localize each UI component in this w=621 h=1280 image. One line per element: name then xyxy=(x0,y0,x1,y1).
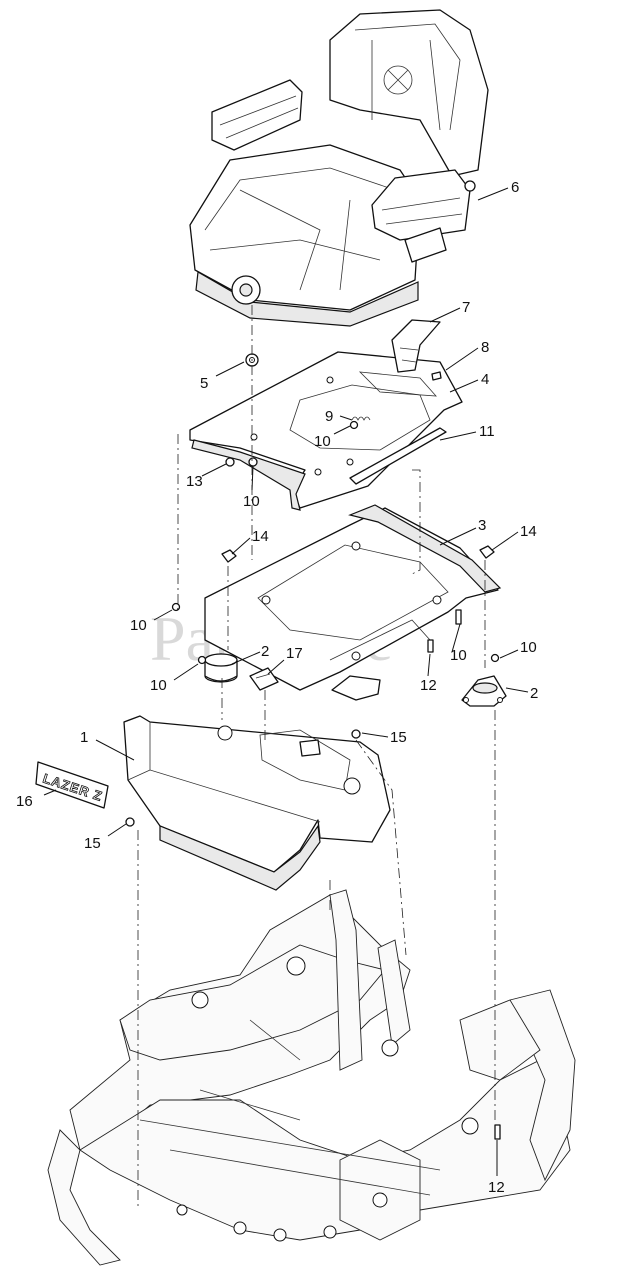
callout-16: 16 xyxy=(16,793,33,810)
callout-1: 1 xyxy=(80,729,88,746)
callout-3: 3 xyxy=(478,517,486,534)
suspension-frame xyxy=(204,504,502,701)
callout-9: 9 xyxy=(325,408,333,425)
callout-2-left: 2 xyxy=(261,643,269,660)
callout-10-frame-left: 10 xyxy=(130,617,147,634)
callout-13: 13 xyxy=(186,473,203,490)
callout-10-isolator-left: 10 xyxy=(150,677,167,694)
assembly-centerlines xyxy=(137,305,496,1210)
fasteners xyxy=(125,353,501,1140)
callout-2-right: 2 xyxy=(530,685,538,702)
seat xyxy=(189,9,489,327)
callout-14-right: 14 xyxy=(520,523,537,540)
callout-7: 7 xyxy=(462,299,470,316)
chassis-frame xyxy=(47,889,576,1266)
isolator-right xyxy=(461,675,507,707)
console-panel xyxy=(123,715,391,891)
callout-10-frame-right: 10 xyxy=(450,647,467,664)
callout-10-plate-bottom: 10 xyxy=(243,493,260,510)
callout-12-frame: 12 xyxy=(420,677,437,694)
callout-11: 11 xyxy=(479,423,495,440)
callout-8: 8 xyxy=(481,339,489,356)
callout-10-plate: 10 xyxy=(314,433,331,450)
callout-leaders xyxy=(43,187,529,1176)
callout-14-left: 14 xyxy=(252,528,269,545)
callout-6: 6 xyxy=(511,179,519,196)
callout-15-left: 15 xyxy=(84,835,101,852)
callout-12-chassis: 12 xyxy=(488,1179,505,1196)
callout-10-isolator-right: 10 xyxy=(520,639,537,656)
callout-labels: 1 2 2 3 4 5 6 7 8 9 10 10 10 10 10 10 11… xyxy=(16,179,538,1196)
label-17-decal xyxy=(249,667,279,691)
callout-5: 5 xyxy=(200,375,208,392)
callout-15-panel: 15 xyxy=(390,729,407,746)
seat-mount-plate xyxy=(189,319,463,511)
lazer-z-decal: LAZER Z xyxy=(35,761,109,809)
callout-17: 17 xyxy=(286,645,303,662)
isolator-left xyxy=(204,653,238,683)
callout-4: 4 xyxy=(481,371,489,388)
